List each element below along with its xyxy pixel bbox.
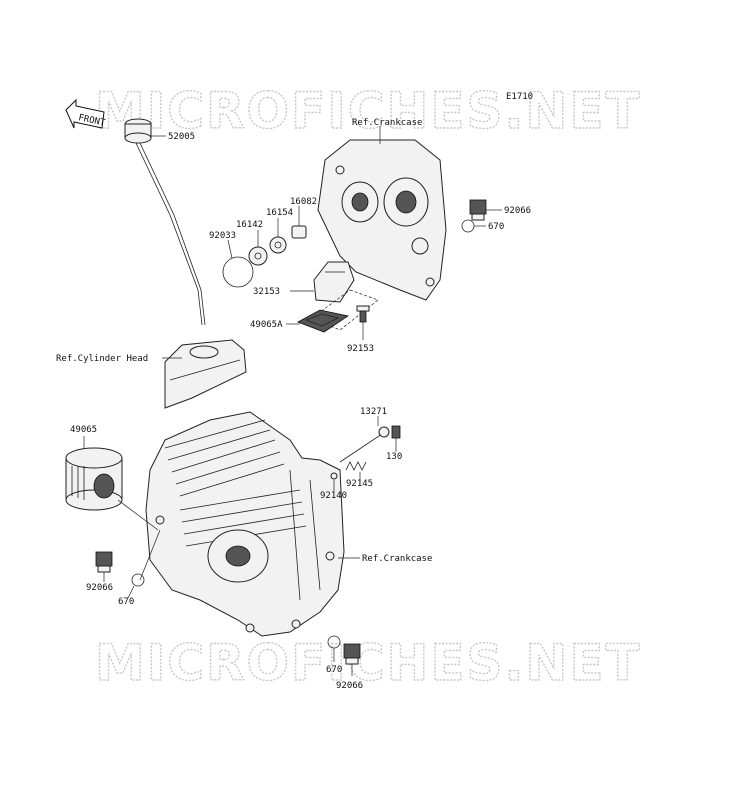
bolt-92153 <box>356 305 370 323</box>
watermark-top: MICROFICHES.NET <box>95 82 642 140</box>
label-92153: 92153 <box>347 344 374 354</box>
oil-pump-rotor-16082 <box>291 225 307 239</box>
diagram-code: E1710 <box>506 92 533 102</box>
rotor-16142 <box>248 246 268 266</box>
label-32153: 32153 <box>253 287 280 297</box>
label-13271: 13271 <box>360 407 387 417</box>
label-670-bottom: 670 <box>326 665 342 675</box>
label-670-left: 670 <box>118 597 134 607</box>
drain-plug-92066-left <box>95 551 113 573</box>
label-670-top: 670 <box>488 222 504 232</box>
oil-filter-49065 <box>65 447 123 511</box>
label-92140: 92140 <box>320 491 347 501</box>
label-16142: 16142 <box>236 220 263 230</box>
label-49065: 49065 <box>70 425 97 435</box>
bolt-130 <box>391 425 401 439</box>
dipstick-part-52005 <box>124 118 206 326</box>
o-ring-670-left <box>131 573 145 587</box>
gasket-49065A <box>297 309 350 333</box>
drain-plug-92066-top <box>469 199 487 221</box>
spring-92145 <box>345 461 367 471</box>
label-ref-crankcase-mid: Ref.Crankcase <box>362 554 432 564</box>
label-16154: 16154 <box>266 208 293 218</box>
label-ref-cylinder-head: Ref.Cylinder Head <box>56 354 148 364</box>
rotor-16154 <box>269 236 287 254</box>
label-92066-bottom: 92066 <box>336 681 363 691</box>
label-92066-top: 92066 <box>504 206 531 216</box>
label-92066-left: 92066 <box>86 583 113 593</box>
label-52005: 52005 <box>168 132 195 142</box>
cover-32153 <box>313 261 355 303</box>
drain-plug-92066-bottom <box>343 643 361 665</box>
crankcase-cover-top <box>317 139 447 301</box>
label-49065A: 49065A <box>250 320 283 330</box>
o-ring-670-top <box>461 219 475 233</box>
label-16082: 16082 <box>290 197 317 207</box>
relief-valve-13271 <box>339 426 390 463</box>
label-ref-crankcase-top: Ref.Crankcase <box>352 118 422 128</box>
watermark-bottom: MICROFICHES.NET <box>95 634 642 692</box>
crankcase-main <box>145 411 345 637</box>
ball-92140 <box>330 472 338 480</box>
label-92145: 92145 <box>346 479 373 489</box>
cylinder-head-piece <box>164 339 247 409</box>
label-92033: 92033 <box>209 231 236 241</box>
label-130: 130 <box>386 452 402 462</box>
circlip-92033 <box>222 256 254 288</box>
